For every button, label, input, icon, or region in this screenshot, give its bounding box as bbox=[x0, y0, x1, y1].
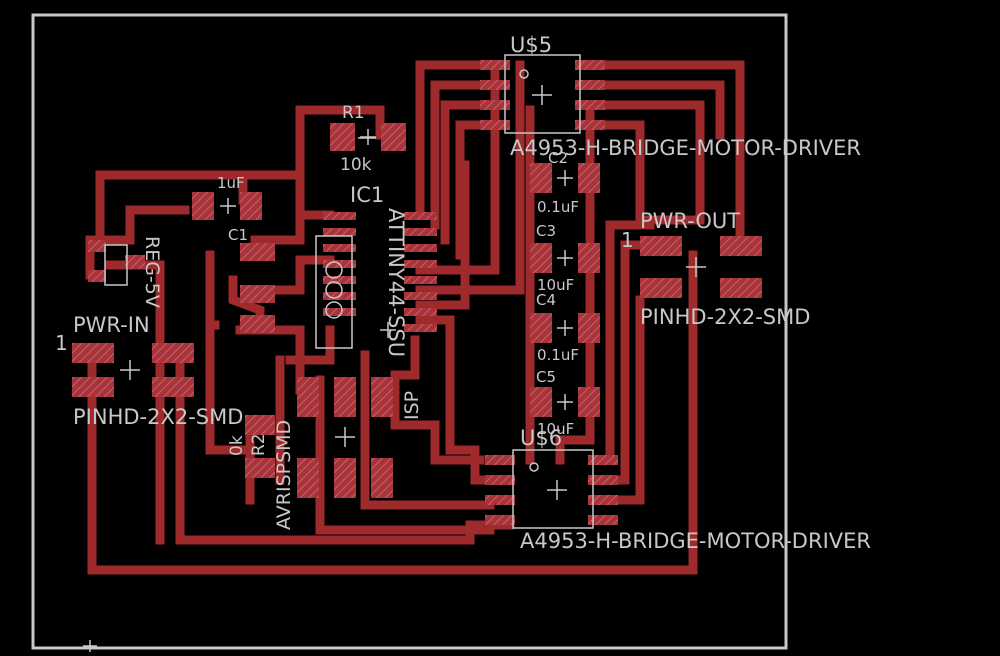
c3-value-label: 10uF bbox=[537, 276, 574, 294]
c2-value-label: 0.1uF bbox=[537, 198, 579, 216]
c4-value-label: 0.1uF bbox=[537, 346, 579, 364]
silkscreen-labels: U$5 A4953-H-BRIDGE-MOTOR-DRIVER R1 10k 1… bbox=[55, 33, 871, 553]
isp-value-label: AVRISPSMD bbox=[273, 420, 295, 530]
pwr-in-value-label: PINHD-2X2-SMD bbox=[73, 405, 243, 429]
reg-value-label: REG-5V bbox=[141, 236, 163, 308]
ic1-name-label: IC1 bbox=[350, 183, 384, 207]
c4-name-label: C4 bbox=[536, 291, 556, 309]
silkscreen-outlines bbox=[104, 54, 594, 529]
c3-name-label: C3 bbox=[536, 222, 556, 240]
r1-name-label: R1 bbox=[342, 103, 365, 123]
pwr-out-name-label: PWR-OUT bbox=[640, 209, 740, 233]
us5-value-label: A4953-H-BRIDGE-MOTOR-DRIVER bbox=[510, 136, 861, 160]
c1-value-label: 1uF bbox=[217, 174, 245, 192]
c5-name-label: C5 bbox=[536, 368, 556, 386]
ic1-value-label: ATTINY44-SSU bbox=[384, 208, 408, 357]
isp-name-label: ISP bbox=[401, 391, 423, 420]
c2-name-label: C2 bbox=[548, 149, 568, 167]
us6-value-label: A4953-H-BRIDGE-MOTOR-DRIVER bbox=[520, 529, 871, 553]
pwr-in-pin1-label: 1 bbox=[55, 331, 68, 355]
r2-name-label: R2 bbox=[249, 433, 269, 456]
r1-value-label: 10k bbox=[340, 155, 372, 175]
c1-name-label: C1 bbox=[228, 226, 248, 244]
c5-value-label: 10uF bbox=[537, 420, 574, 438]
us6-name-label: U$6 bbox=[520, 426, 562, 450]
pwr-out-pin1-label: 1 bbox=[621, 228, 634, 252]
board-outline bbox=[31, 13, 788, 650]
origin-markers bbox=[83, 85, 706, 652]
r2-value-label: 0k bbox=[227, 435, 247, 456]
smd-pads bbox=[72, 60, 762, 525]
pwr-in-name-label: PWR-IN bbox=[73, 313, 150, 337]
pwr-out-value-label: PINHD-2X2-SMD bbox=[640, 305, 810, 329]
us5-name-label: U$5 bbox=[510, 33, 552, 57]
